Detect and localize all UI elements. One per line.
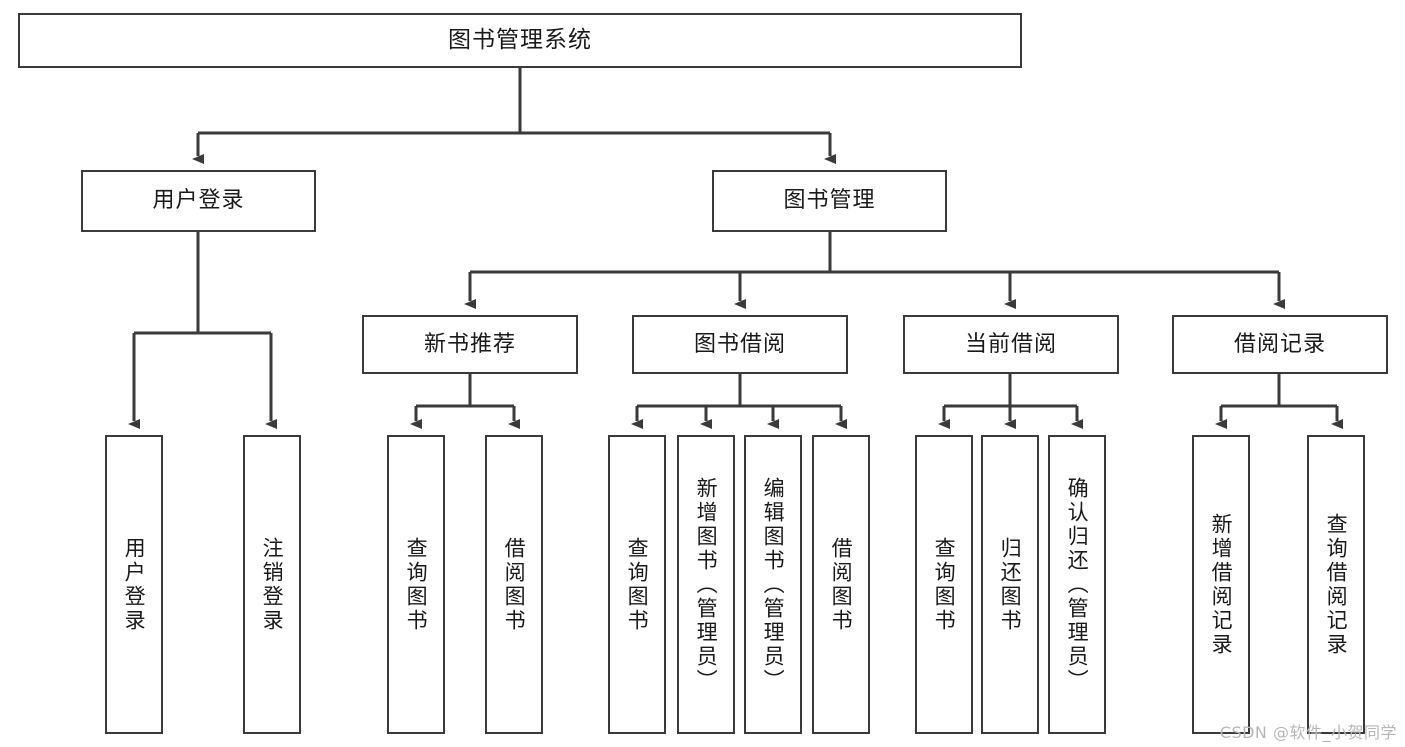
leaf-new-book-borrow-label: 借阅图书 [502, 536, 527, 633]
node-book-borrow[interactable]: 图书借阅 [632, 315, 848, 374]
node-user-login[interactable]: 用户登录 [81, 170, 316, 232]
node-book-management-label: 图书管理 [783, 188, 876, 214]
leaf-borrow-record-query-label: 查询借阅记录 [1324, 512, 1349, 657]
leaf-new-book-borrow[interactable]: 借阅图书 [485, 435, 543, 734]
leaf-user-login-signout-label: 注销登录 [260, 536, 285, 633]
leaf-book-borrow-borrow[interactable]: 借阅图书 [812, 435, 870, 734]
leaf-current-borrow-confirm-return-label: 确认归还（管理员） [1065, 476, 1090, 693]
node-root[interactable]: 图书管理系统 [18, 13, 1022, 68]
node-root-label: 图书管理系统 [448, 27, 592, 54]
leaf-book-borrow-borrow-label: 借阅图书 [829, 536, 854, 633]
leaf-user-login-signout[interactable]: 注销登录 [243, 435, 301, 734]
leaf-current-borrow-return-label: 归还图书 [998, 536, 1023, 633]
leaf-current-borrow-confirm-return[interactable]: 确认归还（管理员） [1048, 435, 1106, 734]
leaf-book-borrow-add-label: 新增图书（管理员） [694, 476, 719, 693]
node-borrow-record[interactable]: 借阅记录 [1172, 315, 1388, 374]
leaf-new-book-query-label: 查询图书 [404, 536, 429, 633]
leaf-book-borrow-add[interactable]: 新增图书（管理员） [677, 435, 735, 734]
node-book-management[interactable]: 图书管理 [712, 170, 947, 232]
leaf-book-borrow-query[interactable]: 查询图书 [608, 435, 666, 734]
node-new-book-recommend-label: 新书推荐 [423, 331, 516, 357]
node-book-borrow-label: 图书借阅 [693, 331, 786, 357]
leaf-user-login-signin-label: 用户登录 [122, 536, 147, 633]
node-current-borrow-label: 当前借阅 [964, 331, 1057, 357]
node-current-borrow[interactable]: 当前借阅 [903, 315, 1119, 374]
leaf-current-borrow-query-label: 查询图书 [932, 536, 957, 633]
leaf-borrow-record-query[interactable]: 查询借阅记录 [1307, 435, 1365, 734]
node-user-login-label: 用户登录 [152, 188, 245, 214]
leaf-borrow-record-add-label: 新增借阅记录 [1209, 512, 1234, 657]
leaf-book-borrow-edit[interactable]: 编辑图书（管理员） [744, 435, 802, 734]
node-new-book-recommend[interactable]: 新书推荐 [362, 315, 578, 374]
leaf-book-borrow-query-label: 查询图书 [625, 536, 650, 633]
leaf-book-borrow-edit-label: 编辑图书（管理员） [761, 476, 786, 693]
leaf-current-borrow-return[interactable]: 归还图书 [981, 435, 1039, 734]
leaf-user-login-signin[interactable]: 用户登录 [105, 435, 163, 734]
leaf-current-borrow-query[interactable]: 查询图书 [915, 435, 973, 734]
node-borrow-record-label: 借阅记录 [1233, 331, 1326, 357]
leaf-new-book-query[interactable]: 查询图书 [387, 435, 445, 734]
leaf-borrow-record-add[interactable]: 新增借阅记录 [1192, 435, 1250, 734]
